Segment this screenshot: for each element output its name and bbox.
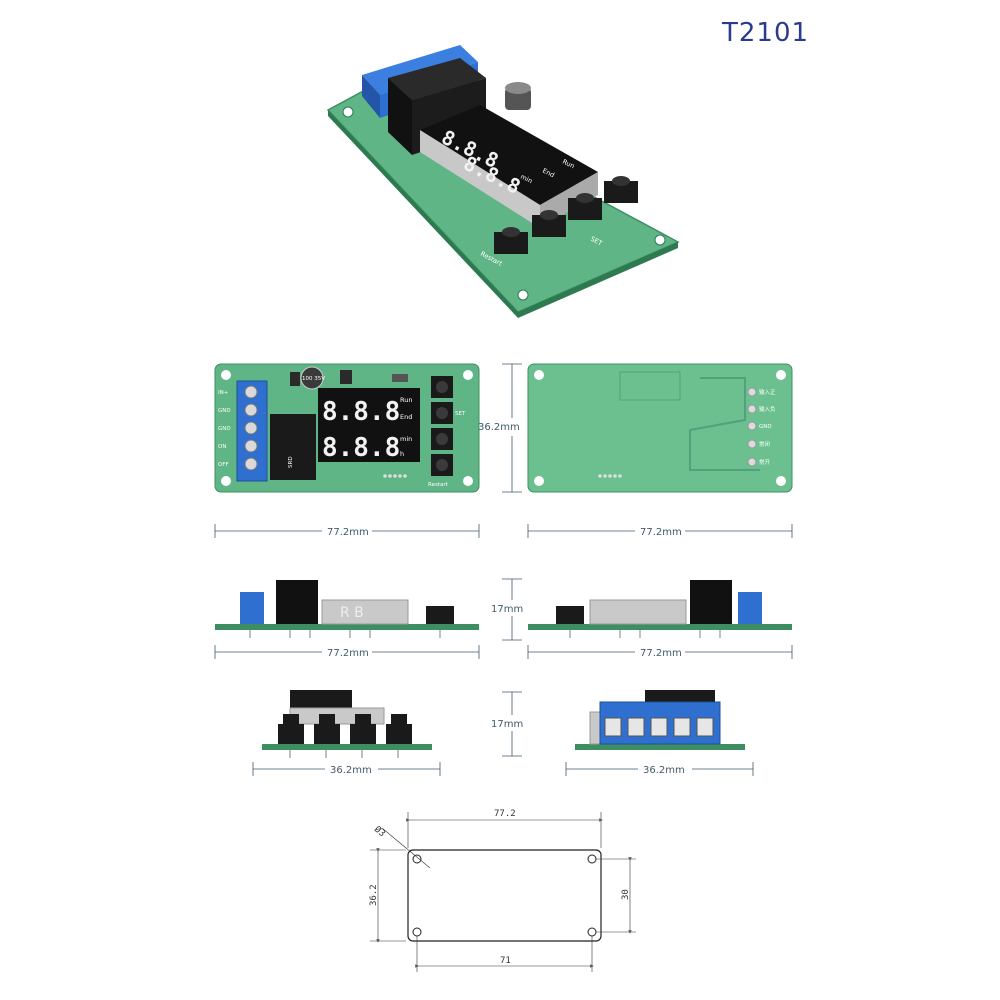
iso-buttons: Restart SET: [479, 176, 638, 268]
back-pad-label-input-negative: 输入负: [759, 405, 776, 413]
dim-height-front: 36.2mm: [478, 363, 522, 493]
product-title: T2101: [722, 18, 810, 48]
dim-width-back-label: 77.2mm: [640, 527, 682, 538]
back-pad-label-normally-closed: 常闭: [759, 440, 770, 448]
front-label-end: End: [400, 413, 412, 421]
back-board-view: 输入正 输入负 GND 常闭 常开: [527, 363, 793, 493]
front-relay-text: SRD: [288, 456, 294, 468]
outline-hole-dia-label: Ø3: [372, 824, 387, 839]
dim-width-front-label: 77.2mm: [327, 527, 369, 538]
iso-button-4: [604, 176, 638, 203]
iso-button-2: [532, 210, 566, 237]
dim-width-back: 77.2mm: [527, 524, 793, 538]
front-label-run: Run: [400, 396, 412, 404]
dim-side-width-left-label: 77.2mm: [327, 648, 369, 659]
dim-width-front: 77.2mm: [214, 524, 480, 538]
dim-side-width-left: 77.2mm: [214, 645, 480, 659]
isometric-board-view: 8.8.8 8.8.8 Run End min Restart SET: [326, 45, 680, 318]
front-terminal-block: [236, 380, 268, 482]
dim-side-height-label: 17mm: [491, 604, 523, 615]
back-pad-label-input-positive: 输入正: [759, 388, 776, 396]
dim-end-width-left: 36.2mm: [252, 762, 441, 776]
dim-height-front-label: 36.2mm: [478, 422, 520, 433]
outline-hole-pitch-x-label: 71: [500, 956, 511, 966]
front-button-4: [431, 454, 453, 476]
end-view-left: [262, 690, 432, 758]
dim-end-height: 17mm: [491, 691, 523, 757]
terminal-label-gnd-1: GND: [218, 408, 231, 414]
front-label-h: h: [400, 450, 404, 458]
back-pad-label-gnd: GND: [759, 424, 772, 430]
front-display-digits-bottom: 8.8.8: [322, 433, 400, 463]
terminal-label-on: ON: [218, 444, 226, 450]
iso-capacitor: [505, 82, 531, 110]
dim-side-height: 17mm: [491, 578, 523, 641]
side-view-right: [528, 580, 792, 638]
back-pad-label-normally-open: 常开: [759, 458, 771, 466]
outline-height-label: 36.2: [369, 884, 379, 906]
outline-drawing: 77.2 36.2 30 71 Ø3: [369, 809, 636, 972]
front-buttons: [431, 376, 453, 476]
front-cap-text: 100 35V: [302, 376, 325, 382]
outline-width-label: 77.2: [494, 809, 516, 819]
iso-button-3: [568, 193, 602, 220]
dim-side-width-right-label: 77.2mm: [640, 648, 682, 659]
front-display: 8.8.8 8.8.8: [318, 388, 420, 463]
front-capacitor: 100 35V: [300, 366, 325, 390]
iso-button-1: [494, 227, 528, 254]
terminal-label-gnd-2: GND: [218, 426, 231, 432]
front-label-min: min: [400, 435, 412, 443]
terminal-label-in-plus: IN+: [218, 390, 229, 396]
dim-end-width-left-label: 36.2mm: [330, 765, 372, 776]
side-view-left: R B: [215, 580, 479, 638]
side-bracket-text: R B: [340, 605, 364, 621]
front-button-2: [431, 402, 453, 424]
front-display-digits-top: 8.8.8: [322, 397, 400, 427]
front-board-view: IN+ GND GND ON OFF SRD 100 35V 8.8.8 8.8…: [214, 363, 480, 493]
front-button-1: [431, 376, 453, 398]
dim-end-height-label: 17mm: [491, 719, 523, 730]
outline-hole-pitch-y-label: 30: [621, 889, 631, 900]
front-button-3: [431, 428, 453, 450]
front-relay: SRD: [270, 414, 316, 480]
front-label-set: SET: [455, 411, 466, 417]
outline-board: [407, 849, 602, 942]
front-label-restart: Restart: [428, 482, 449, 488]
terminal-label-off: OFF: [218, 462, 229, 468]
dim-end-width-right-label: 36.2mm: [643, 765, 685, 776]
dim-side-width-right: 77.2mm: [527, 645, 793, 659]
end-view-right: [575, 690, 745, 750]
dim-end-width-right: 36.2mm: [565, 762, 754, 776]
